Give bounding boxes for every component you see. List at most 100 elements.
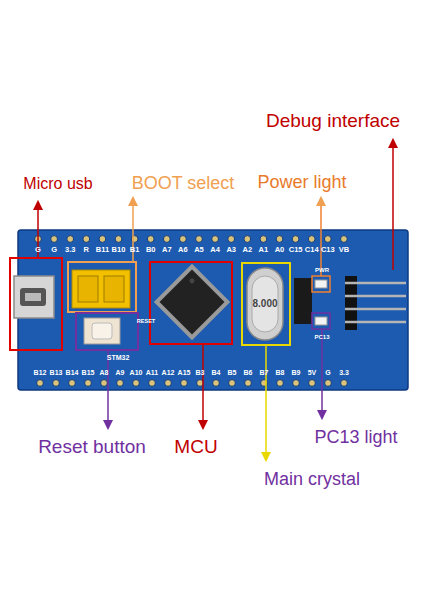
pin-label: B6 [244, 369, 253, 376]
pcb-board [18, 230, 408, 390]
leader-arrow [392, 140, 394, 270]
header-hole [67, 236, 74, 243]
pin-label: B13 [50, 369, 63, 376]
pin-label: B15 [82, 369, 95, 376]
callout-label: PC13 light [314, 428, 397, 446]
silkscreen-text: PC13 [314, 334, 329, 340]
pin-label: B8 [276, 369, 285, 376]
header-hole [37, 380, 44, 387]
highlight-box [10, 258, 62, 350]
pin-label: A1 [259, 246, 269, 254]
header-hole [99, 236, 106, 243]
pin-label: C15 [289, 246, 303, 254]
pin-label: 3.3 [65, 246, 75, 254]
pin-label: B12 [34, 369, 47, 376]
header-hole [212, 236, 219, 243]
pin-label: B4 [212, 369, 221, 376]
pin-label: A0 [275, 246, 285, 254]
header-hole [83, 236, 90, 243]
highlight-box [242, 263, 290, 345]
pin-label: B9 [292, 369, 301, 376]
pin-label: B11 [96, 246, 109, 254]
callout-label: Debug interface [266, 111, 400, 130]
pin1-dot [188, 277, 195, 284]
pin-label: A12 [162, 369, 175, 376]
silkscreen-text: PWR [315, 267, 329, 273]
crystal-can [247, 268, 283, 340]
header-hole [213, 380, 220, 387]
header-hole [165, 380, 172, 387]
pin-label: A4 [210, 246, 220, 254]
silkscreen-text: RESET [137, 319, 155, 325]
header-hole [149, 380, 156, 387]
callout-label: BOOT select [132, 174, 235, 192]
pin-label: B1 [130, 246, 140, 254]
jumper-cap [104, 276, 124, 302]
pin-label: C13 [321, 246, 335, 254]
pin-label: A5 [194, 246, 204, 254]
header-holes [35, 236, 348, 387]
header-hole [85, 380, 92, 387]
highlight-box [312, 276, 330, 292]
header-hole [163, 236, 170, 243]
header-hole [229, 380, 236, 387]
header-hole [245, 380, 252, 387]
chip-body [159, 269, 224, 334]
pin-label: B14 [66, 369, 79, 376]
callout-label: Power light [257, 173, 346, 191]
header-hole [325, 380, 332, 387]
pin-label: C14 [305, 246, 319, 254]
header-pin [345, 295, 406, 298]
header-hole [117, 380, 124, 387]
header-hole [341, 236, 348, 243]
chip-pins [154, 264, 230, 340]
header-hole [293, 380, 300, 387]
header-hole [131, 236, 138, 243]
button-cap [92, 323, 112, 339]
pin-label: B5 [228, 369, 237, 376]
callout-label: Main crystal [264, 470, 360, 488]
pc13-led [315, 317, 327, 325]
silkscreen-text: STM32 [107, 354, 130, 361]
header-pin [345, 308, 406, 311]
crystal-top [252, 276, 278, 332]
pin-label: A6 [178, 246, 188, 254]
usb-socket [20, 288, 46, 306]
header-pin [345, 321, 406, 324]
header-hole [115, 236, 122, 243]
pin-label: A10 [130, 369, 143, 376]
header-hole [133, 380, 140, 387]
header-hole [196, 236, 203, 243]
pin-label: B3 [196, 369, 205, 376]
pin-label: A2 [243, 246, 253, 254]
header-hole [101, 380, 108, 387]
header-hole [147, 236, 154, 243]
callout-label: MCU [174, 437, 217, 456]
pin-label: G [35, 246, 41, 254]
header-hole [53, 380, 60, 387]
pin-label: B10 [112, 246, 126, 254]
callout-label: Reset button [38, 437, 146, 456]
pin-label: B7 [260, 369, 269, 376]
header-hole [308, 236, 315, 243]
header-hole [276, 236, 283, 243]
leader-arrow [107, 350, 109, 428]
pin-label: A15 [178, 369, 191, 376]
pin-label: A8 [100, 369, 109, 376]
pin-label: 5V [308, 369, 317, 376]
regulator-chip [294, 278, 312, 324]
highlight-box [76, 313, 138, 350]
header-hole [277, 380, 284, 387]
pin-label: A11 [146, 369, 158, 376]
header-hole [180, 236, 187, 243]
leader-arrow [321, 329, 323, 418]
header-hole [244, 236, 251, 243]
pin-label: R [84, 246, 89, 254]
pin-label: G [325, 369, 330, 376]
boot-jumpers [72, 270, 130, 308]
header-hole [51, 236, 58, 243]
leader-arrow [202, 344, 204, 428]
